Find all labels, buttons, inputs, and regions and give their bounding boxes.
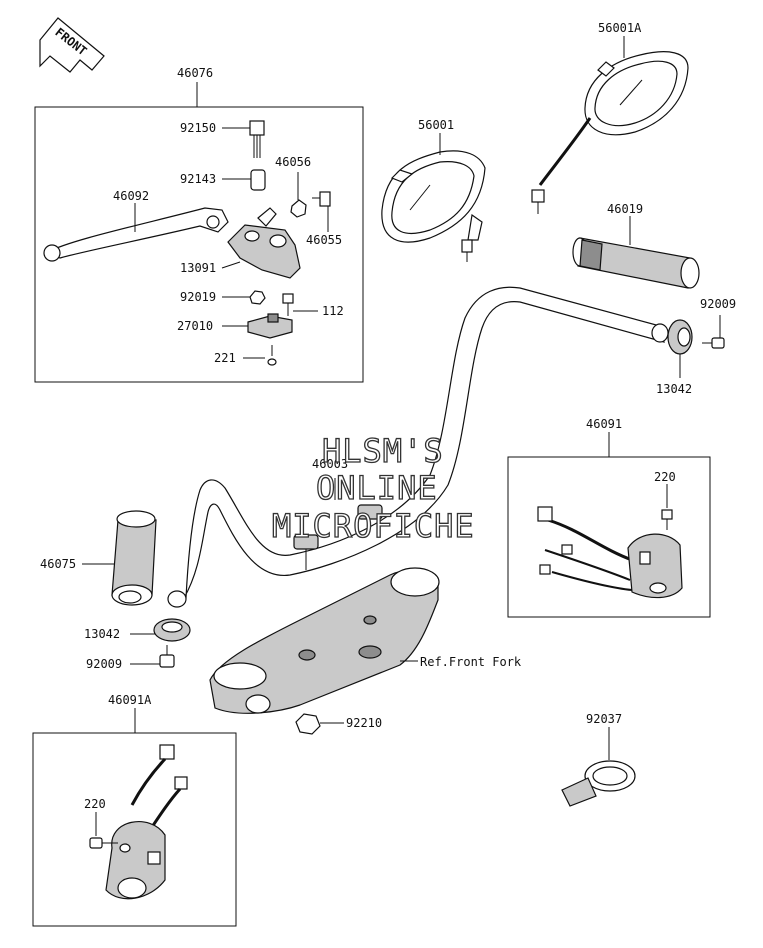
label-46091: 46091 xyxy=(586,417,622,431)
nut-92210 xyxy=(295,713,321,735)
front-arrow-icon: FRONT xyxy=(39,17,105,73)
watermark: HLSM'S ONLINE MICROFICHE xyxy=(271,431,475,545)
nut-46056 xyxy=(290,199,307,218)
clamp-92037 xyxy=(561,760,636,807)
screw-221 xyxy=(267,345,277,366)
handlebar-46003 xyxy=(167,286,669,608)
label-221: 221 xyxy=(214,351,236,365)
label-92019: 92019 xyxy=(180,290,216,304)
label-27010: 27010 xyxy=(177,319,213,333)
left-grip-46075 xyxy=(111,510,157,606)
steering-stem-bracket xyxy=(209,567,440,714)
label-46092: 46092 xyxy=(113,189,149,203)
right-switch-housing-46091 xyxy=(537,506,683,599)
mirror-56001 xyxy=(381,150,486,262)
handlebar-holder xyxy=(293,504,383,570)
label-92210: 92210 xyxy=(346,716,382,730)
collar-92143 xyxy=(250,169,266,191)
label-46076: 46076 xyxy=(177,66,213,80)
label-92009-right: 92009 xyxy=(700,297,736,311)
bolt-92150 xyxy=(249,120,265,158)
watermark-line-1: HLSM'S xyxy=(322,432,444,470)
label-220-left: 220 xyxy=(84,797,106,811)
throttle-grip-46019 xyxy=(572,237,700,289)
weight-13042-left xyxy=(153,618,191,642)
screw-112 xyxy=(282,293,294,316)
adjuster-46055 xyxy=(312,191,331,207)
label-220-right: 220 xyxy=(654,470,676,484)
left-switch-housing-46091A xyxy=(105,744,188,900)
watermark-line-2: ONLINE xyxy=(316,469,438,507)
mirror-56001A xyxy=(531,51,689,214)
label-46019: 46019 xyxy=(607,202,643,216)
right-switch-frame xyxy=(507,456,711,618)
label-92037: 92037 xyxy=(586,712,622,726)
label-46056: 46056 xyxy=(275,155,311,169)
weight-13042-right xyxy=(667,319,693,355)
clutch-lever-46092 xyxy=(43,207,229,262)
screw-92009-left xyxy=(159,645,175,668)
nut-92019 xyxy=(249,290,266,305)
screw-220-left xyxy=(89,837,118,849)
label-13042-left: 13042 xyxy=(84,627,120,641)
screw-92009-right xyxy=(702,337,725,349)
label-92143: 92143 xyxy=(180,172,216,186)
label-13091: 13091 xyxy=(180,261,216,275)
label-46055: 46055 xyxy=(306,233,342,247)
label-46075: 46075 xyxy=(40,557,76,571)
label-46003: 46003 xyxy=(312,457,348,471)
label-56001A: 56001A xyxy=(598,21,642,35)
label-92009-left: 92009 xyxy=(86,657,122,671)
label-46091A: 46091A xyxy=(108,693,152,707)
ref-front-fork-label: Ref.Front Fork xyxy=(420,655,522,669)
label-13042-right: 13042 xyxy=(656,382,692,396)
watermark-line-3: MICROFICHE xyxy=(272,507,475,545)
screw-220-right xyxy=(661,509,673,530)
label-92150: 92150 xyxy=(180,121,216,135)
lever-holder-13091 xyxy=(227,207,301,279)
label-56001: 56001 xyxy=(418,118,454,132)
label-112: 112 xyxy=(322,304,344,318)
lever-assembly-frame xyxy=(34,106,364,383)
switch-27010 xyxy=(247,313,293,339)
